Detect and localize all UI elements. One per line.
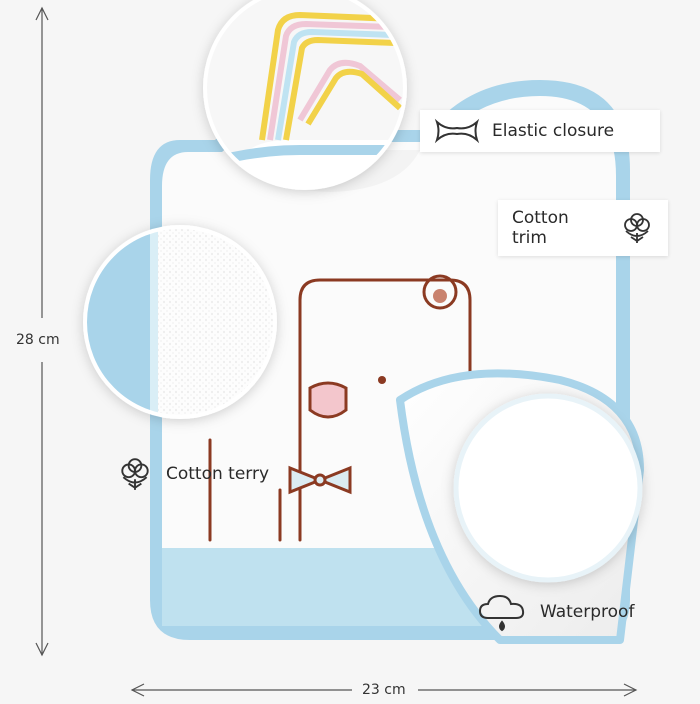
bow-tie-icon [434,118,480,144]
cotton-terry-zoom [83,225,277,419]
elastic-closure-callout: Elastic closure [420,110,660,152]
width-label: 23 cm [362,682,406,698]
cotton-flower-icon [620,211,654,245]
waterproof-callout: Waterproof [476,592,634,632]
cotton-trim-callout: Cotton trim [498,200,668,256]
height-dimension-line [35,6,49,657]
waterproof-label: Waterproof [540,602,635,622]
cloud-drop-icon [476,592,528,632]
cotton-trim-label: Cotton trim [512,208,569,248]
waterproof-zoom [453,393,643,583]
cotton-flower-icon [116,456,154,492]
elastic-closure-zoom [203,0,407,190]
bear-embroidery [208,274,472,542]
width-dimension-line [130,683,638,697]
cotton-terry-callout: Cotton terry [116,456,269,492]
height-label: 28 cm [16,332,60,348]
cotton-terry-label: Cotton terry [166,464,270,484]
elastic-closure-label: Elastic closure [492,121,615,141]
